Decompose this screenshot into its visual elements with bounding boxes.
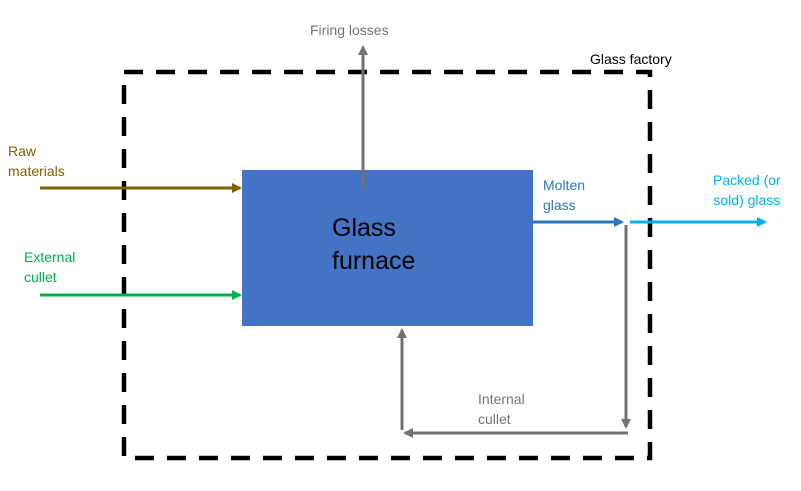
external-cullet-label-line2: cullet: [24, 269, 57, 285]
internal-cullet-label: Internal cullet: [478, 389, 525, 429]
internal-cullet-label-line2: cullet: [478, 411, 511, 427]
internal-cullet-label-line1: Internal: [478, 391, 525, 407]
molten-glass-label: Molten glass: [543, 175, 585, 215]
factory-label: Glass factory: [590, 51, 672, 67]
furnace-label-line2: furnace: [332, 247, 416, 275]
furnace-label: Glass furnace: [332, 212, 415, 278]
packed-glass-label-line2: sold) glass: [713, 192, 781, 208]
glass-furnace-box: [242, 170, 533, 326]
external-cullet-label: External cullet: [24, 247, 75, 287]
molten-glass-label-line2: glass: [543, 197, 576, 213]
raw-materials-label-line2: materials: [8, 163, 65, 179]
firing-losses-label: Firing losses: [310, 22, 389, 38]
external-cullet-label-line1: External: [24, 249, 76, 265]
factory-boundary: [121, 69, 653, 461]
molten-glass-label-line1: Molten: [543, 177, 586, 193]
furnace-label-line1: Glass: [332, 214, 396, 242]
packed-glass-label-line1: Packed (or: [713, 172, 781, 188]
raw-materials-label: Raw materials: [8, 141, 65, 181]
raw-materials-label-line1: Raw: [8, 143, 37, 159]
packed-glass-label: Packed (or sold) glass: [713, 170, 781, 210]
